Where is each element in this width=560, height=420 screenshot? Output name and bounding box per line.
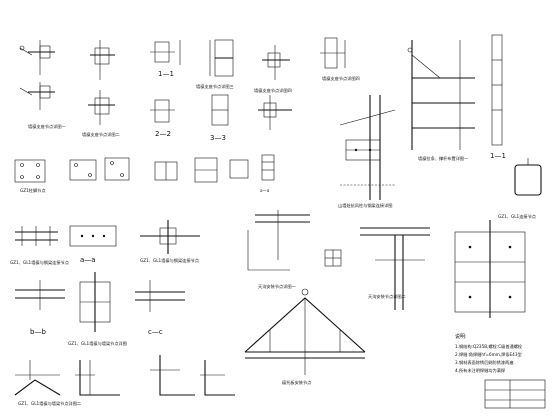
note-3: 3.钢材表面除锈后刷防锈漆两遍 <box>455 359 514 366</box>
detail-column-base-plan: GZ1柱脚节点 <box>14 157 130 194</box>
detail-wall-beam-3: c—c <box>135 280 185 336</box>
notes-block: 说明: 1.钢结构:Q235B,螺栓:C级普通螺栓 2.焊缝:角焊缝hf=6mm… <box>455 333 523 374</box>
notes-title: 说明: <box>455 333 467 340</box>
caption-d15: GZ1、GL1连接节点 <box>498 213 536 220</box>
detail-wall-beam-1: b—b <box>15 280 65 336</box>
caption-d11: GZ1、GL1墙檩与墙梁节点详图二 <box>18 400 81 407</box>
caption-d10: GZ1、GL1墙檩与墙梁节点详图 <box>68 340 127 347</box>
caption-d5: 山墙处抗风柱与钢梁连接详图 <box>338 202 392 209</box>
detail-base-plates: a—a <box>154 154 275 193</box>
caption-d1: 墙檩支座节点详图一 <box>28 123 66 130</box>
detail-base-section-2 <box>75 360 120 396</box>
detail-gutter-2: 天沟安装节点详图二 <box>360 227 430 310</box>
detail-gutter-1: 天沟安装节点详图一 <box>247 210 310 290</box>
detail-base-section-3 <box>150 355 195 396</box>
detail-section-1-1: 1—1 2—2 <box>150 40 181 138</box>
caption-d14: 檩托板安装节点 <box>282 379 311 386</box>
caption-d12: 天沟安装节点详图一 <box>258 283 296 290</box>
caption-d7: GZ1柱脚节点 <box>20 187 46 194</box>
caption-d6: 墙檩拉条、撑杆布置详图一 <box>418 155 468 162</box>
section-mark-2-2: 2—2 <box>155 130 171 138</box>
note-1: 1.钢结构:Q235B,螺栓:C级普通螺栓 <box>455 343 523 350</box>
section-mark-3-3: 3—3 <box>210 134 226 142</box>
note-2: 2.焊缝:角焊缝hf=6mm,焊条E43型 <box>455 351 522 358</box>
caption-d3: 墙檩支座节点详图三 <box>196 83 234 90</box>
detail-beam-connection-3: GZ1、GL1墙檩与钢梁连接节点 <box>140 220 200 264</box>
detail-wall-purlin-support-2: 墙檩支座节点详图二 <box>82 40 120 138</box>
detail-column-plate: 3—3 墙檩支座节点详图三 <box>196 39 234 142</box>
detail-column-frame <box>454 220 526 318</box>
detail-purlin-bracket: 檩托板安装节点 <box>244 288 366 386</box>
section-mark-1-1: 1—1 <box>158 70 174 78</box>
section-mark-1-1-right: 1—1 <box>490 152 506 160</box>
caption-d4: 墙檩支座节点详图四 <box>254 87 292 94</box>
detail-section-right: 1—1 <box>490 34 506 160</box>
section-mark-b-b: b—b <box>30 328 46 336</box>
detail-base-section-4 <box>200 360 235 396</box>
detail-purlin-column: 墙檩支座节点详图四 <box>320 37 360 82</box>
caption-d13: 天沟安装节点详图二 <box>368 293 406 300</box>
detail-square-tube: GZ1、GL1连接节点 <box>498 158 542 220</box>
detail-bracing: 墙檩拉条、撑杆布置详图一 <box>407 40 475 162</box>
section-mark-a-a-2: a—a <box>80 256 96 264</box>
detail-wind-column: 山墙处抗风柱与钢梁连接详图 <box>338 95 396 209</box>
detail-wall-purlin-support-4: 墙檩支座节点详图四 <box>254 45 292 130</box>
caption-d8: GZ1、GL1墙檩与钢梁连接节点 <box>10 259 69 266</box>
caption-d9: GZ1、GL1墙檩与钢梁连接节点 <box>140 257 199 264</box>
detail-wall-purlin-support-1: 墙檩支座节点详图一 <box>19 40 66 130</box>
detail-beam-connection-1: GZ1、GL1墙檩与钢梁连接节点 <box>10 226 69 266</box>
caption-d2: 墙檩支座节点详图二 <box>82 131 120 138</box>
detail-bolt-grid <box>324 249 342 267</box>
note-4: 4.所有未注明焊缝均为满焊 <box>455 367 506 374</box>
detail-beam-connection-2: a—a <box>69 225 117 264</box>
title-table <box>484 379 546 409</box>
section-mark-a-a: a—a <box>260 188 270 193</box>
detail-wall-beam-2: GZ1、GL1墙檩与墙梁节点详图 <box>68 272 127 347</box>
caption-purlin-column: 墙檩支座节点详图四 <box>322 75 360 82</box>
detail-base-section-1: GZ1、GL1墙檩与墙梁节点详图二 <box>14 360 81 407</box>
section-mark-c-c: c—c <box>148 328 163 336</box>
